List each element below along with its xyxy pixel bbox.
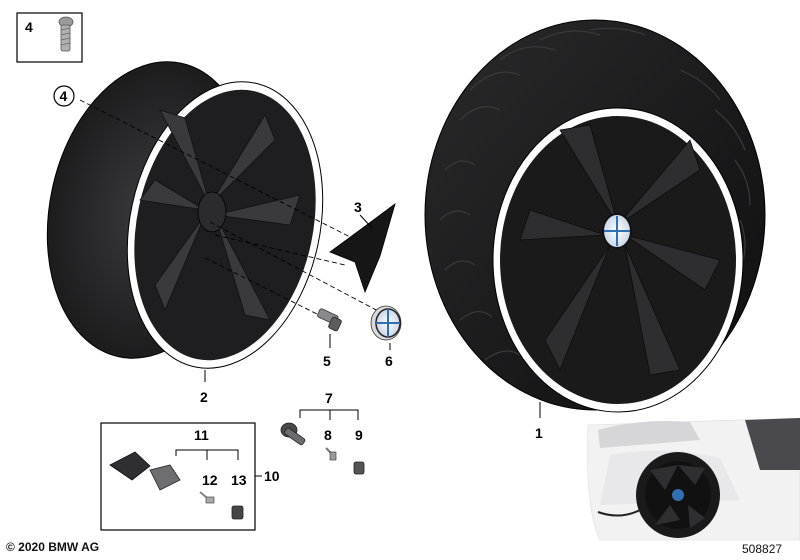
rim-spokes [139,109,301,321]
valve-group: 7 8 9 [280,390,365,475]
copyright-text: © 2020 BMW AG [6,540,100,554]
car-thumbnail [587,417,800,541]
assembly-lines [79,99,381,319]
callout-9: 9 [355,427,363,443]
callout-12: 12 [202,472,218,488]
callout-4: 4 [25,19,33,35]
valve-core [325,447,337,461]
tire-valve [280,422,306,446]
tpms-box: 10 11 12 13 [100,422,280,531]
callout-3: 3 [354,199,362,215]
aero-insert: 3 [329,199,396,294]
callout-11: 11 [194,427,209,443]
tpms-cap [231,505,244,520]
tpms-valve-stem [199,491,215,504]
callout-2: 2 [200,389,208,405]
screw-part [58,16,74,52]
callout-1: 1 [535,425,543,441]
callout-4-circled: 4 [53,85,75,107]
callout-13: 13 [231,472,247,488]
wheel-bolt: 5 [317,308,342,369]
hub-cap-emblem: 6 [370,305,402,369]
wheel-spokes [519,124,721,376]
tpms-sensor [109,451,181,491]
alloy-rim [46,61,324,369]
callout-6: 6 [385,353,393,369]
image-number: 508827 [742,542,783,556]
tire-tread [439,27,751,361]
callout-7: 7 [325,390,333,406]
callout-5: 5 [323,353,331,369]
bolt-box: 4 [16,12,83,63]
callout-10: 10 [264,468,280,484]
bolt-box-frame [16,12,83,63]
callout-8: 8 [324,427,332,443]
callout-4-circled-text: 4 [60,88,68,104]
valve-cap [353,461,365,475]
complete-wheel: 1 [424,19,766,441]
